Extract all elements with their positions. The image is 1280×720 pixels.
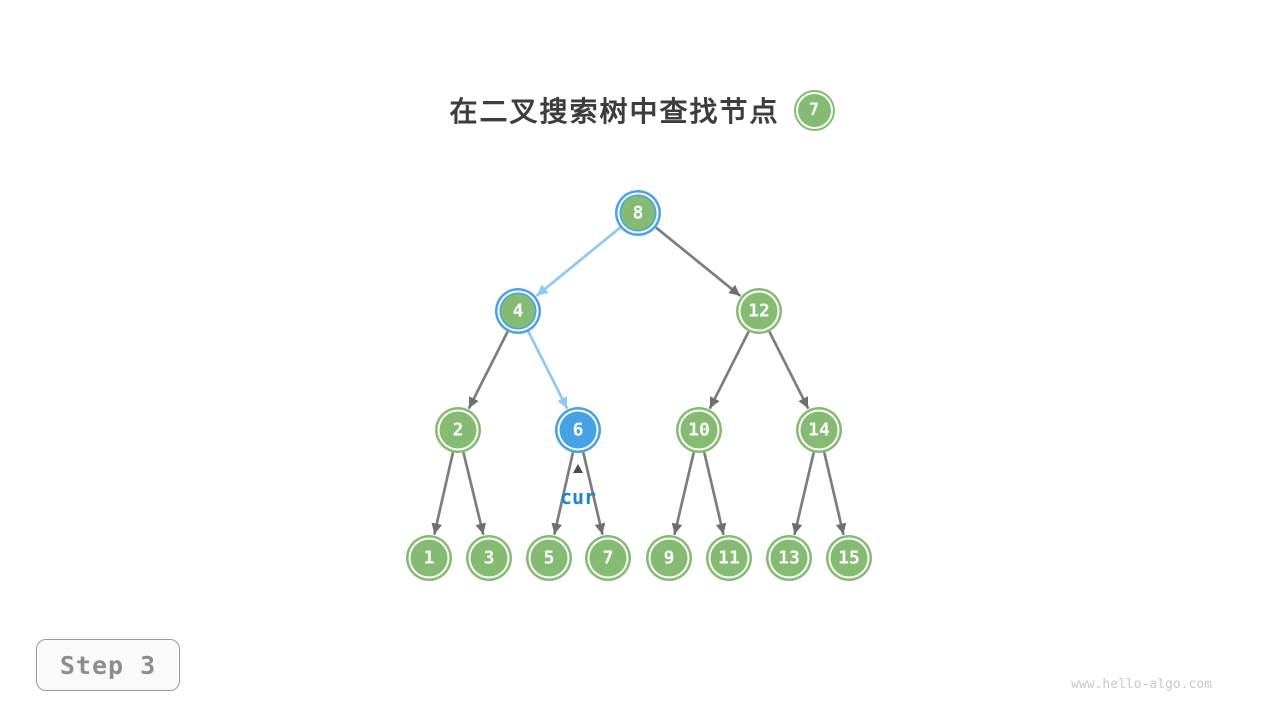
tree-node-3: 3 (470, 539, 508, 577)
edge-14-15 (823, 452, 847, 536)
edge-14-13 (791, 452, 815, 536)
tree-node-9: 9 (650, 539, 688, 577)
tree-node-7: 7 (589, 539, 627, 577)
cur-label: cur (559, 485, 597, 509)
tree-node-13: 13 (770, 539, 808, 577)
tree-node-11: 11 (710, 539, 748, 577)
edge-12-10 (708, 331, 750, 410)
edge-4-6 (527, 331, 569, 410)
edge-8-4 (536, 226, 621, 297)
edge-8-12 (655, 226, 741, 297)
tree-node-14: 14 (800, 411, 838, 449)
tree-node-15: 15 (830, 539, 868, 577)
tree-node-5: 5 (530, 539, 568, 577)
tree-node-12: 12 (740, 292, 778, 330)
edge-4-2 (467, 331, 509, 410)
diagram-title: 在二叉搜索树中查找节点 (449, 96, 780, 127)
tree-node-4: 4 (499, 292, 537, 330)
tree-node-2: 2 (439, 411, 477, 449)
tree-node-1: 1 (410, 539, 448, 577)
watermark: www.hello-algo.com (1071, 677, 1212, 692)
edge-12-14 (768, 331, 810, 410)
step-indicator: Step 3 (36, 639, 180, 691)
edge-2-1 (431, 452, 455, 535)
tree-node-10: 10 (680, 411, 718, 449)
diagram-header: 在二叉搜索树中查找节点 7 (0, 84, 1280, 136)
search-target-node: 7 (797, 93, 831, 127)
edge-10-11 (703, 452, 727, 536)
edge-6-5 (551, 452, 575, 535)
step-label: Step 3 (59, 650, 157, 680)
cur-arrow-icon (573, 464, 583, 473)
edge-2-3 (462, 451, 486, 536)
tree-node-6: 6 (559, 411, 597, 449)
edge-6-7 (582, 452, 606, 536)
edge-10-9 (671, 452, 695, 536)
tree-node-8: 8 (619, 194, 657, 232)
